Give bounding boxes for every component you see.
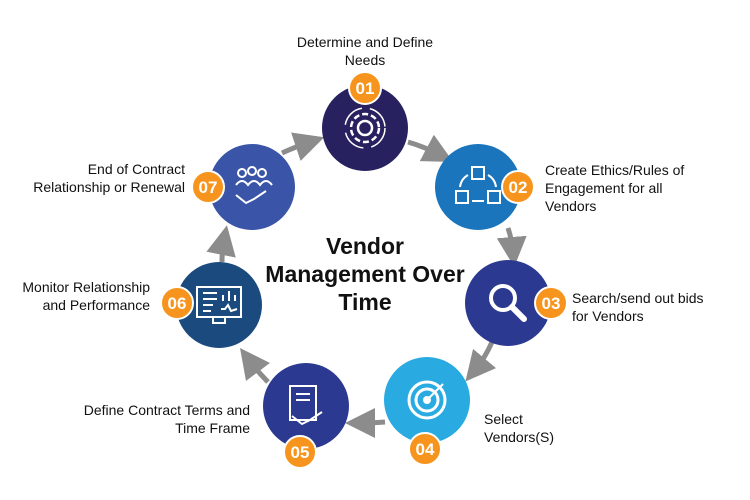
contract-handshake-icon — [289, 385, 323, 426]
step-04-number: 04 — [416, 440, 435, 459]
arrow-06-07 — [206, 225, 236, 263]
step-05-number: 05 — [291, 443, 310, 462]
arrow-05-06 — [239, 348, 271, 384]
step-06-node: 06 — [160, 262, 262, 348]
step-01-label: Determine and Define Needs — [296, 34, 434, 68]
search-icon — [489, 284, 527, 322]
step-01-number: 01 — [356, 79, 375, 98]
step-07-node: 07 — [191, 144, 295, 230]
step-05-badge — [283, 435, 317, 469]
step-04-badge — [408, 432, 442, 466]
diagram-title: Vendor Management Over Time — [265, 233, 465, 315]
arrow-01-02 — [407, 134, 454, 163]
step-02-label: Create Ethics/Rules of Engagement for al… — [545, 162, 685, 214]
step-06-circle — [176, 262, 262, 348]
step-03-node: 03 — [465, 260, 568, 346]
step-06-number: 06 — [168, 294, 187, 313]
step-03-badge — [534, 286, 568, 320]
step-05-label: Define Contract Terms and Time Frame — [83, 402, 250, 436]
step-01-badge — [348, 71, 382, 105]
step-01-circle — [322, 85, 408, 171]
step-07-label: End of Contract Relationship or Renewal — [33, 161, 185, 195]
arrow-03-04 — [465, 340, 497, 382]
team-handshake-icon — [235, 166, 273, 205]
step-04-node: 04 — [384, 357, 470, 466]
monitor-chart-icon — [196, 286, 242, 324]
vendor-network-icon — [455, 166, 501, 204]
step-06-badge — [160, 286, 194, 320]
step-02-node: 02 — [435, 144, 535, 230]
step-05-node: 05 — [263, 363, 349, 469]
step-06-label: Monitor Relationship and Performance — [22, 279, 150, 313]
step-02-circle — [435, 144, 521, 230]
step-03-number: 03 — [542, 294, 561, 313]
step-07-badge — [191, 170, 225, 204]
step-01-node: 01 — [322, 71, 408, 171]
step-03-circle — [465, 260, 551, 346]
gear-icon — [344, 107, 386, 149]
step-05-circle — [263, 363, 349, 449]
step-03-label: Search/send out bids for Vendors — [572, 290, 704, 324]
arrow-07-01 — [280, 132, 325, 161]
step-04-label: Select Vendors(S) — [484, 411, 555, 445]
step-02-number: 02 — [509, 178, 528, 197]
target-icon — [407, 380, 447, 420]
step-02-badge — [501, 170, 535, 204]
step-07-circle — [209, 144, 295, 230]
step-07-number: 07 — [199, 178, 218, 197]
arrow-04-05 — [345, 407, 386, 438]
arrow-02-03 — [496, 227, 527, 267]
